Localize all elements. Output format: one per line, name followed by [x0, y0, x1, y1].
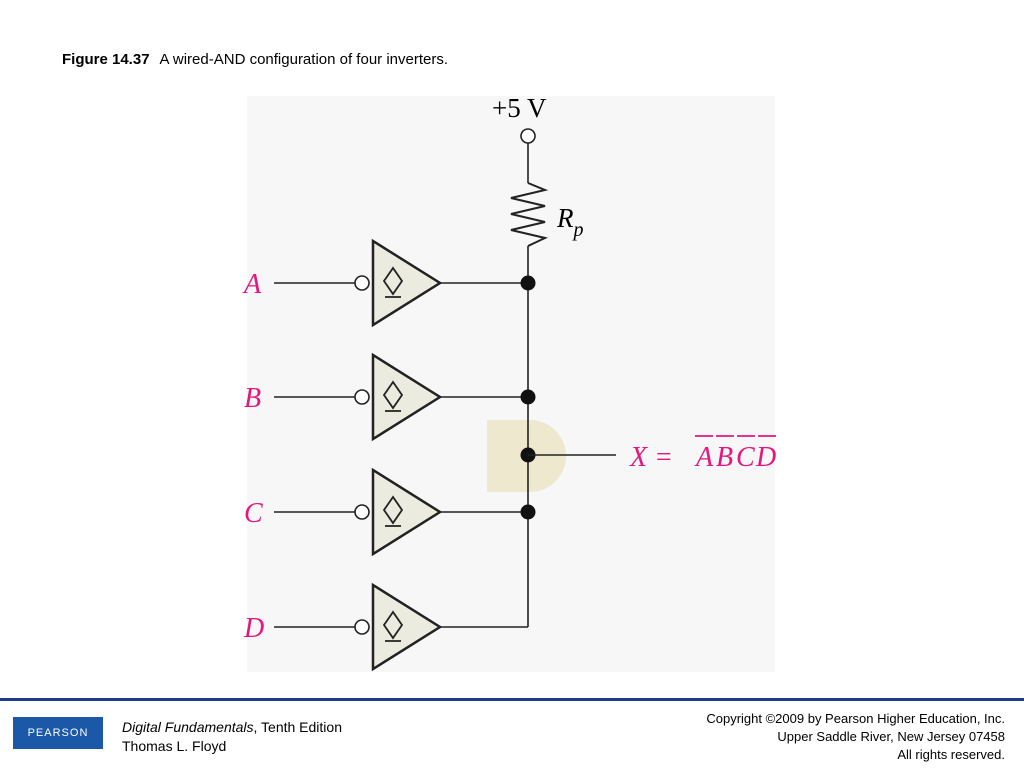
inversion-bubble-c	[354, 504, 370, 520]
inverter-body-a	[371, 238, 443, 328]
output-prefix: X =	[629, 442, 680, 473]
junction-dot-b	[520, 389, 536, 405]
supply-voltage-label: +5 V	[492, 93, 547, 123]
inverter-d	[274, 582, 528, 672]
output-term-c: C	[736, 442, 755, 473]
inverter-body-c	[371, 467, 443, 557]
output-term-a: A	[694, 442, 714, 473]
pull-up-resistor	[510, 182, 549, 247]
inverter-a	[274, 238, 536, 328]
figure-caption: Figure 14.37 A wired-AND configuration of…	[62, 51, 448, 68]
inversion-bubble-d	[354, 619, 370, 635]
inversion-bubble-a	[354, 275, 370, 291]
output-term-b: B	[716, 442, 733, 473]
book-title-line: Digital Fundamentals, Tenth Edition	[122, 718, 342, 737]
book-title: Digital Fundamentals	[122, 719, 254, 735]
figure-number: Figure 14.37	[62, 51, 150, 68]
copyright-line-2: Upper Saddle River, New Jersey 07458	[777, 729, 1005, 744]
open-collector-symbol-c	[382, 495, 404, 527]
output-term-d: D	[755, 442, 776, 473]
open-collector-symbol-d	[382, 610, 404, 642]
input-label-d: D	[243, 613, 264, 644]
inverter-body-d	[371, 582, 443, 672]
figure-caption-text: A wired-AND configuration of four invert…	[159, 51, 449, 68]
inverter-body-b	[371, 352, 443, 442]
resistor-label-main: R	[556, 203, 574, 233]
input-label-c: C	[244, 498, 263, 529]
copyright-notice: Copyright ©2009 by Pearson Higher Educat…	[706, 710, 1005, 764]
supply-terminal	[520, 128, 536, 144]
footer-divider	[0, 698, 1024, 701]
inverter-c	[274, 467, 536, 557]
inversion-bubble-b	[354, 389, 370, 405]
book-info: Digital Fundamentals, Tenth Edition Thom…	[122, 718, 342, 756]
copyright-line-1: Copyright ©2009 by Pearson Higher Educat…	[706, 711, 1005, 726]
input-label-a: A	[242, 269, 262, 300]
junction-dot-a	[520, 275, 536, 291]
book-author: Thomas L. Floyd	[122, 738, 227, 754]
resistor-label-subscript: p	[572, 219, 584, 241]
inverter-b	[274, 352, 536, 442]
resistor-label: Rp	[556, 203, 584, 241]
junction-dot-c	[520, 504, 536, 520]
diagram-background	[247, 96, 775, 672]
input-label-b: B	[244, 383, 261, 414]
open-collector-symbol-b	[382, 380, 404, 412]
open-collector-symbol-a	[382, 266, 404, 298]
copyright-line-3: All rights reserved.	[897, 747, 1005, 762]
publisher-logo: PEARSON	[13, 717, 103, 749]
book-edition: , Tenth Edition	[253, 719, 342, 735]
